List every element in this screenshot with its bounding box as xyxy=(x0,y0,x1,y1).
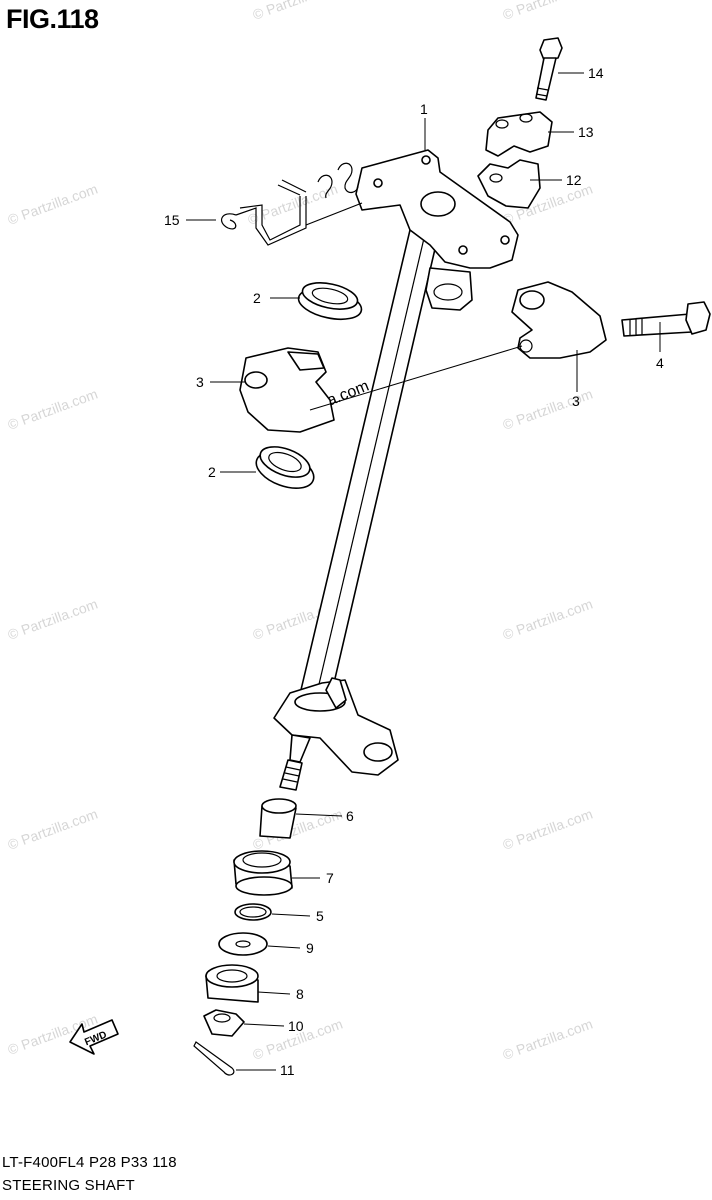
bush-left xyxy=(239,347,335,433)
holder-13 xyxy=(485,111,553,157)
seal-8 xyxy=(205,964,259,1003)
wire-clip xyxy=(220,162,363,246)
holder-12 xyxy=(477,159,541,209)
callout-6: 6 xyxy=(346,808,354,824)
callout-11: 11 xyxy=(280,1062,295,1078)
callout-13: 13 xyxy=(578,124,594,140)
watermark: © Partzilla.com xyxy=(501,386,595,433)
callout-3-left: 3 xyxy=(196,374,204,390)
steering-shaft xyxy=(273,229,439,791)
callout-14: 14 xyxy=(588,65,604,81)
watermark: © Partzilla.com xyxy=(501,0,595,23)
callout-8: 8 xyxy=(296,986,304,1002)
callout-5: 5 xyxy=(316,908,324,924)
callout-7: 7 xyxy=(326,870,334,886)
callout-9: 9 xyxy=(306,940,314,956)
callout-4: 4 xyxy=(656,355,664,371)
watermarks: © Partzilla.com © Partzilla.com © Partzi… xyxy=(6,0,595,1063)
model-code: LT-F400FL4 P28 P33 118 xyxy=(2,1154,177,1171)
washer-9 xyxy=(218,932,268,956)
callout-10: 10 xyxy=(288,1018,304,1034)
watermark: © Partzilla.com xyxy=(6,181,100,228)
cotter-pin-11 xyxy=(193,1041,235,1076)
figure-title: FIG.118 xyxy=(6,4,99,34)
callout-12: 12 xyxy=(566,172,582,188)
watermark: © Partzilla.com xyxy=(246,181,340,228)
bush-right xyxy=(511,281,607,359)
o-ring-5 xyxy=(234,903,272,921)
callout-3-right: 3 xyxy=(572,393,580,409)
watermark: © Partzilla.com xyxy=(6,386,100,433)
watermark: © Partzilla.com xyxy=(251,0,345,23)
nut-10 xyxy=(203,1009,245,1037)
section-name: STEERING SHAFT xyxy=(2,1177,135,1194)
bolt-14 xyxy=(535,37,563,101)
callout-2-lower: 2 xyxy=(208,464,216,480)
callout-1: 1 xyxy=(420,101,428,117)
bush-alignment-line xyxy=(309,345,523,411)
callout-labels: 1 2 2 3 3 4 5 6 7 8 9 10 11 12 13 14 15 xyxy=(164,65,664,1078)
upper-plate xyxy=(355,149,519,311)
bearing-7 xyxy=(233,850,293,896)
callout-2-upper: 2 xyxy=(253,290,261,306)
bush-6 xyxy=(259,798,297,839)
bolt-4 xyxy=(621,301,711,337)
watermark: © Partzilla.com xyxy=(6,806,100,853)
watermark: © Partzilla.com xyxy=(501,1016,595,1063)
callout-leaders xyxy=(186,72,661,1071)
oil-seal-upper xyxy=(297,282,363,321)
oil-seal-lower xyxy=(255,446,315,490)
watermark: © Partzilla.com xyxy=(501,806,595,853)
watermark: © Partzilla.com xyxy=(501,596,595,643)
callout-15: 15 xyxy=(164,212,180,228)
watermark: © Partzilla.com xyxy=(6,596,100,643)
